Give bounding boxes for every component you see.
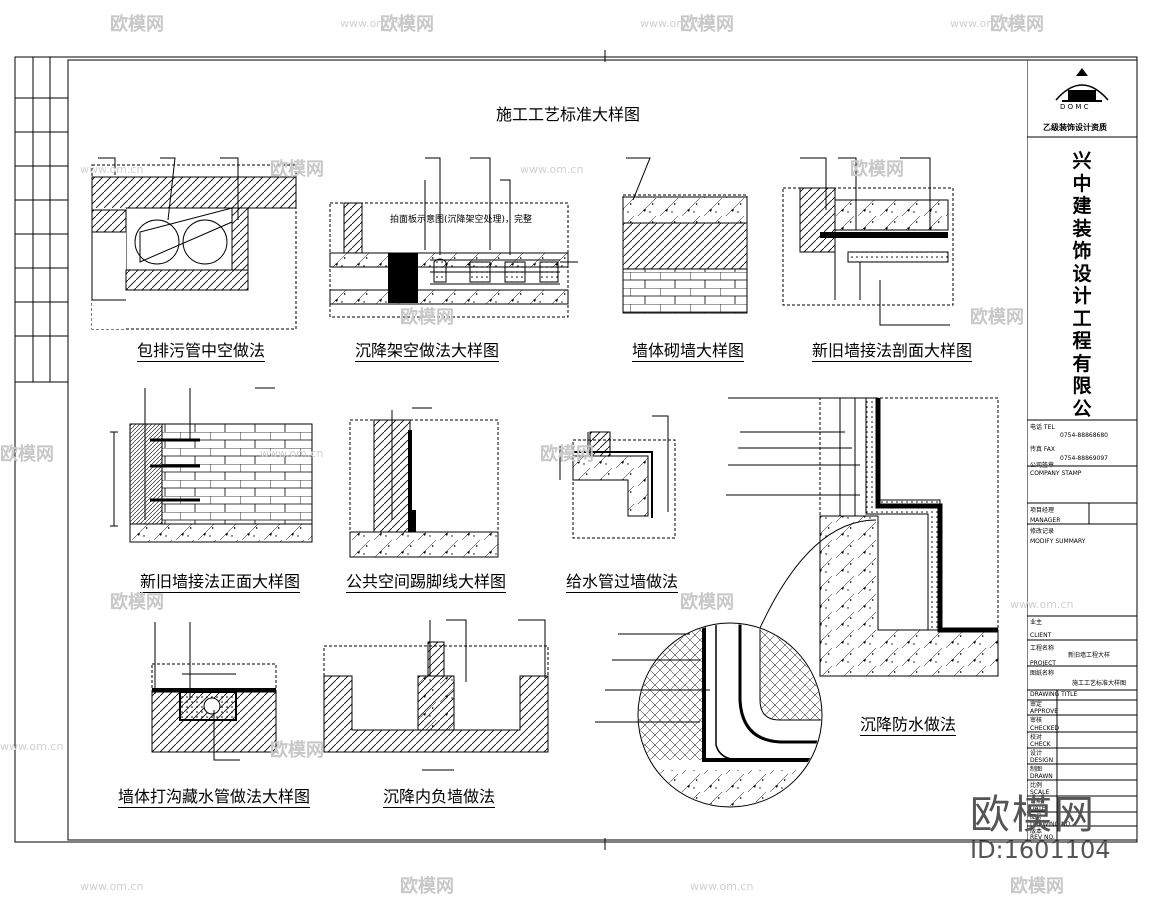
detail-skirting [349, 407, 499, 558]
watermark-url: www.om.cn [520, 163, 584, 176]
label-pipe-enclosure: 包排污管中空做法 [137, 341, 266, 362]
stamp-cn: 公司签章 [1030, 462, 1055, 469]
detail-raised-floor [329, 157, 578, 318]
watermark-brand: 欧模网 [400, 876, 454, 897]
manager-en: MANAGER [1030, 517, 1061, 524]
watermark-url: www.om.cn [690, 880, 754, 893]
watermark-brand: 欧模网 [540, 444, 594, 465]
watermark-brand: 欧模网 [110, 592, 164, 613]
watermark-url: www.om.cn [640, 17, 704, 30]
watermark-url: www.om.cn [260, 447, 324, 460]
watermark-brand: 欧模网 [380, 14, 434, 35]
watermark-url: www.om.cn [950, 17, 1014, 30]
manager-cn: 项目经理 [1030, 507, 1055, 514]
watermark-id: ID:1601104 [970, 836, 1111, 864]
label-old-new-wall-elevation: 新旧墙接法正面大样图 [140, 572, 301, 593]
label-skirting: 公共空间踢脚线大样图 [346, 572, 507, 593]
summary-cn: 修改记录 [1030, 528, 1055, 535]
annotation-note: 拍面板示意图(沉降架空处理)，完整 [390, 215, 533, 225]
client-en: CLIENT [1030, 632, 1052, 639]
tel-value: 0754-88868680 [1060, 432, 1108, 439]
drawing-cn: 图纸名称 [1030, 670, 1055, 677]
summary-en: MODIFY SUMMARY [1030, 538, 1086, 545]
watermark-brand: 欧模网 [110, 14, 164, 35]
label-settlement-inner-wall: 沉降内负墙做法 [383, 787, 496, 808]
watermark-brand: 欧模网 [400, 307, 454, 328]
label-settlement-waterproof: 沉降防水做法 [860, 715, 957, 736]
watermark-url: www.om.cn [1010, 598, 1074, 611]
watermark-brand: 欧模网 [0, 444, 54, 465]
drawing-title: 施工工艺标准大样图 [496, 105, 641, 124]
title-block-frame [1027, 60, 1137, 840]
detail-old-new-wall-elevation [110, 387, 313, 543]
drawing-title-en: DRAWING TITLE [1030, 691, 1078, 698]
tel-label: 电话 TEL [1030, 424, 1055, 431]
watermark-brand: 欧模网 [850, 159, 904, 180]
watermark-brand: 欧模网 [970, 307, 1024, 328]
watermark-url: www.om.cn [80, 163, 144, 176]
drawing-name: 施工工艺标准大样图 [1072, 680, 1127, 687]
label-pipe-through-wall: 给水管过墙做法 [566, 572, 679, 593]
qualification: 乙级装饰设计资质 [1043, 123, 1107, 132]
detail-pipe-through-wall [559, 415, 676, 539]
watermark-brand: 欧模网 [270, 159, 324, 180]
label-old-new-wall-section: 新旧墙接法剖面大样图 [812, 341, 973, 362]
logo-letters: D O M C [1060, 103, 1089, 111]
watermark-url: www.om.cn [0, 740, 64, 753]
label-raised-floor: 沉降架空做法大样图 [355, 341, 500, 362]
fax-value: 0754-88869097 [1060, 455, 1108, 462]
detail-settlement-inner-wall [323, 619, 549, 771]
detail-old-new-wall-section [782, 157, 954, 326]
watermark-url: www.om.cn [80, 880, 144, 893]
company-logo [1055, 68, 1109, 102]
project-cn: 工程名称 [1030, 645, 1055, 652]
detail-pipe-enclosure [91, 157, 297, 330]
detail-wall-groove-pipe [151, 622, 277, 761]
label-wall-groove-pipe: 墙体打沟藏水管做法大样图 [118, 787, 311, 808]
watermark-brand: 欧模网 [270, 740, 324, 761]
watermark-brand-large: 欧模网 [970, 792, 1096, 838]
watermark-brand: 欧模网 [680, 592, 734, 613]
watermark-brand: 欧模网 [990, 14, 1044, 35]
watermark-brand: 欧模网 [1010, 876, 1064, 897]
company-name: 兴 中 建 装 饰 设 计 工 程 有 限 公 [1072, 150, 1092, 420]
watermark-url: www.om.cn [340, 17, 404, 30]
stamp-en: COMPANY STAMP [1030, 470, 1082, 477]
watermark-brand: 欧模网 [680, 14, 734, 35]
label-wall-masonry: 墙体砌墙大样图 [632, 341, 745, 362]
fax-label: 传真 FAX [1030, 446, 1056, 453]
detail-settlement-waterproof [595, 397, 999, 808]
detail-wall-masonry [622, 157, 748, 314]
project-name: 新旧墙工程大样 [1068, 652, 1111, 659]
client-cn: 业主 [1030, 619, 1043, 626]
project-en: PROJECT [1030, 660, 1056, 667]
left-grid [15, 57, 68, 383]
